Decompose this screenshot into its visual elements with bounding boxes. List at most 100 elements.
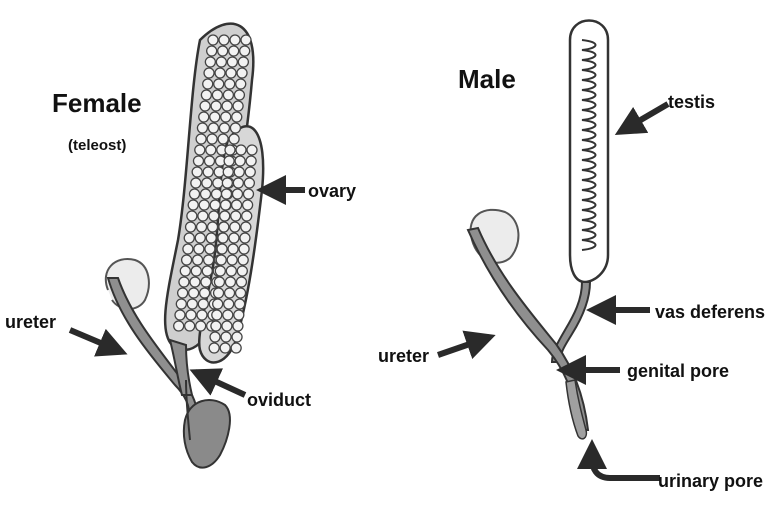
egg-cell: [221, 200, 231, 210]
egg-cell: [232, 200, 242, 210]
egg-cell: [229, 46, 239, 56]
testis-label: testis: [668, 92, 715, 112]
egg-cell: [219, 35, 229, 45]
egg-cell: [213, 178, 223, 188]
egg-cell: [202, 266, 212, 276]
egg-cell: [222, 101, 232, 111]
egg-cell: [191, 266, 201, 276]
egg-cell: [179, 277, 189, 287]
egg-cell: [227, 255, 237, 265]
egg-cell: [226, 68, 236, 78]
egg-cell: [245, 167, 255, 177]
egg-cell: [209, 343, 219, 353]
egg-cell: [185, 321, 195, 331]
egg-cell: [232, 189, 242, 199]
egg-cell: [198, 299, 208, 309]
vas-deferens-label: vas deferens: [655, 302, 765, 322]
egg-cell: [230, 123, 240, 133]
male-diagram: Male testis vas deferens ureter genital …: [378, 21, 765, 492]
egg-cell: [222, 321, 232, 331]
egg-cell: [212, 189, 222, 199]
egg-cell: [207, 134, 217, 144]
egg-cell: [174, 321, 184, 331]
testis-arrow: [620, 104, 668, 132]
egg-cell: [236, 288, 246, 298]
egg-cell: [224, 299, 234, 309]
urinary-pore-arrow: [592, 445, 660, 478]
egg-cell: [223, 90, 233, 100]
egg-cell: [196, 321, 206, 331]
egg-cell: [192, 167, 202, 177]
egg-cell: [214, 79, 224, 89]
egg-cell: [193, 255, 203, 265]
egg-cell: [217, 244, 227, 254]
egg-cell: [193, 156, 203, 166]
egg-cell: [183, 244, 193, 254]
egg-cell: [186, 222, 196, 232]
egg-cell: [209, 211, 219, 221]
female-subtitle: (teleost): [68, 137, 126, 154]
egg-cell: [240, 233, 250, 243]
egg-cell: [216, 255, 226, 265]
egg-cell: [241, 222, 251, 232]
egg-cell: [231, 211, 241, 221]
egg-cell: [236, 277, 246, 287]
urinary-pore-label: urinary pore: [658, 471, 763, 491]
egg-cell: [210, 200, 220, 210]
egg-cell: [237, 68, 247, 78]
egg-cell: [215, 68, 225, 78]
egg-cell: [235, 299, 245, 309]
egg-cell: [230, 35, 240, 45]
genital-pore-label: genital pore: [627, 361, 729, 381]
egg-cell: [223, 310, 233, 320]
egg-cell: [191, 178, 201, 188]
egg-cell: [244, 178, 254, 188]
egg-cell: [197, 222, 207, 232]
egg-cell: [225, 288, 235, 298]
egg-cell: [238, 57, 248, 67]
egg-cell: [219, 123, 229, 133]
egg-cell: [202, 178, 212, 188]
egg-cell: [201, 189, 211, 199]
egg-cell: [228, 244, 238, 254]
egg-cell: [214, 277, 224, 287]
egg-cell: [210, 112, 220, 122]
female-ureter-label: ureter: [5, 312, 56, 332]
egg-cell: [238, 255, 248, 265]
egg-cell: [208, 222, 218, 232]
egg-cell: [187, 299, 197, 309]
egg-cell: [225, 277, 235, 287]
egg-cell: [222, 178, 232, 188]
egg-cell: [240, 46, 250, 56]
egg-cell: [225, 145, 235, 155]
egg-cell: [233, 178, 243, 188]
egg-cell: [200, 288, 210, 298]
egg-cell: [190, 277, 200, 287]
egg-cell: [198, 211, 208, 221]
egg-cell: [203, 79, 213, 89]
egg-cell: [243, 200, 253, 210]
egg-cell: [247, 145, 257, 155]
egg-cell: [186, 310, 196, 320]
egg-cell: [208, 35, 218, 45]
egg-cell: [234, 310, 244, 320]
egg-cell: [212, 90, 222, 100]
egg-cell: [176, 299, 186, 309]
male-ureter-arrow: [438, 337, 490, 355]
egg-cell: [235, 156, 245, 166]
egg-cell: [189, 288, 199, 298]
egg-cell: [231, 343, 241, 353]
egg-cell: [197, 310, 207, 320]
male-title: Male: [458, 64, 516, 94]
egg-cell: [223, 167, 233, 177]
egg-cell: [220, 211, 230, 221]
egg-cell: [237, 266, 247, 276]
egg-cell: [175, 310, 185, 320]
egg-cell: [226, 266, 236, 276]
egg-cell: [225, 79, 235, 89]
egg-cell: [232, 112, 242, 122]
egg-cell: [178, 288, 188, 298]
egg-cell: [199, 112, 209, 122]
egg-cell: [220, 343, 230, 353]
